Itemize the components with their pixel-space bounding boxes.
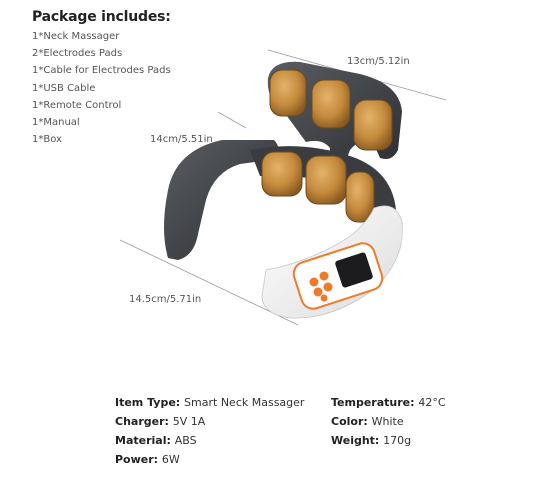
spec-row: Weight: 170g: [331, 431, 446, 450]
spec-row: Charger: 5V 1A: [115, 412, 304, 431]
spec-value: 5V 1A: [172, 415, 206, 428]
spec-value: White: [371, 415, 404, 428]
spec-value: 170g: [383, 434, 412, 447]
spec-label: Power:: [115, 453, 162, 466]
dimension-line-bottom: [119, 239, 299, 326]
package-item: 1*Manual: [32, 116, 80, 128]
spec-label: Item Type:: [115, 396, 185, 409]
electrode-pad: [311, 79, 351, 129]
spec-row: Item Type: Smart Neck Massager: [115, 393, 304, 412]
spec-value: 42°C: [418, 396, 446, 409]
package-item: 1*Box: [32, 134, 62, 146]
spec-row: Temperature: 42°C: [331, 393, 446, 412]
electrode-pad: [269, 69, 307, 117]
spec-label: Charger:: [115, 415, 173, 428]
package-item: 1*Neck Massager: [32, 31, 120, 42]
specs-left-column: Item Type: Smart Neck Massager Charger: …: [115, 393, 304, 469]
spec-row: Color: White: [331, 412, 446, 431]
spec-label: Material:: [115, 434, 175, 447]
spec-label: Temperature:: [331, 396, 419, 409]
package-item: 2*Electrodes Pads: [32, 48, 123, 60]
neck-massager-image: [119, 49, 447, 326]
package-list: 1*Neck Massager 2*Electrodes Pads 1*Cabl…: [32, 28, 171, 148]
dimension-label-middle: 14cm/5.51in: [150, 134, 213, 145]
electrode-pad: [261, 151, 303, 197]
specs-right-column: Temperature: 42°C Color: White Weight: 1…: [331, 393, 446, 450]
spec-value: Smart Neck Massager: [184, 396, 305, 409]
dimension-label-bottom: 14.5cm/5.71in: [129, 294, 202, 305]
mode-buttons-icon: [309, 271, 333, 302]
electrode-pad: [345, 171, 375, 223]
spec-value: ABS: [174, 434, 197, 447]
spec-label: Color:: [331, 415, 372, 428]
electrode-pad: [305, 155, 347, 205]
dimension-label-top: 13cm/5.12in: [347, 56, 410, 67]
dimension-line-middle: [217, 111, 247, 129]
spec-value: 6W: [161, 453, 180, 466]
spec-label: Weight:: [331, 434, 384, 447]
spec-row: Power: 6W: [115, 450, 304, 469]
control-panel-display: [292, 242, 384, 310]
spec-row: Material: ABS: [115, 431, 304, 450]
package-item: 1*Cable for Electrodes Pads: [32, 65, 171, 77]
package-item: 1*Remote Control: [32, 99, 122, 111]
left-arm: [164, 140, 279, 260]
package-item: 1*USB Cable: [32, 82, 96, 94]
package-title: Package includes:: [32, 9, 171, 25]
electrode-pad: [353, 99, 393, 151]
